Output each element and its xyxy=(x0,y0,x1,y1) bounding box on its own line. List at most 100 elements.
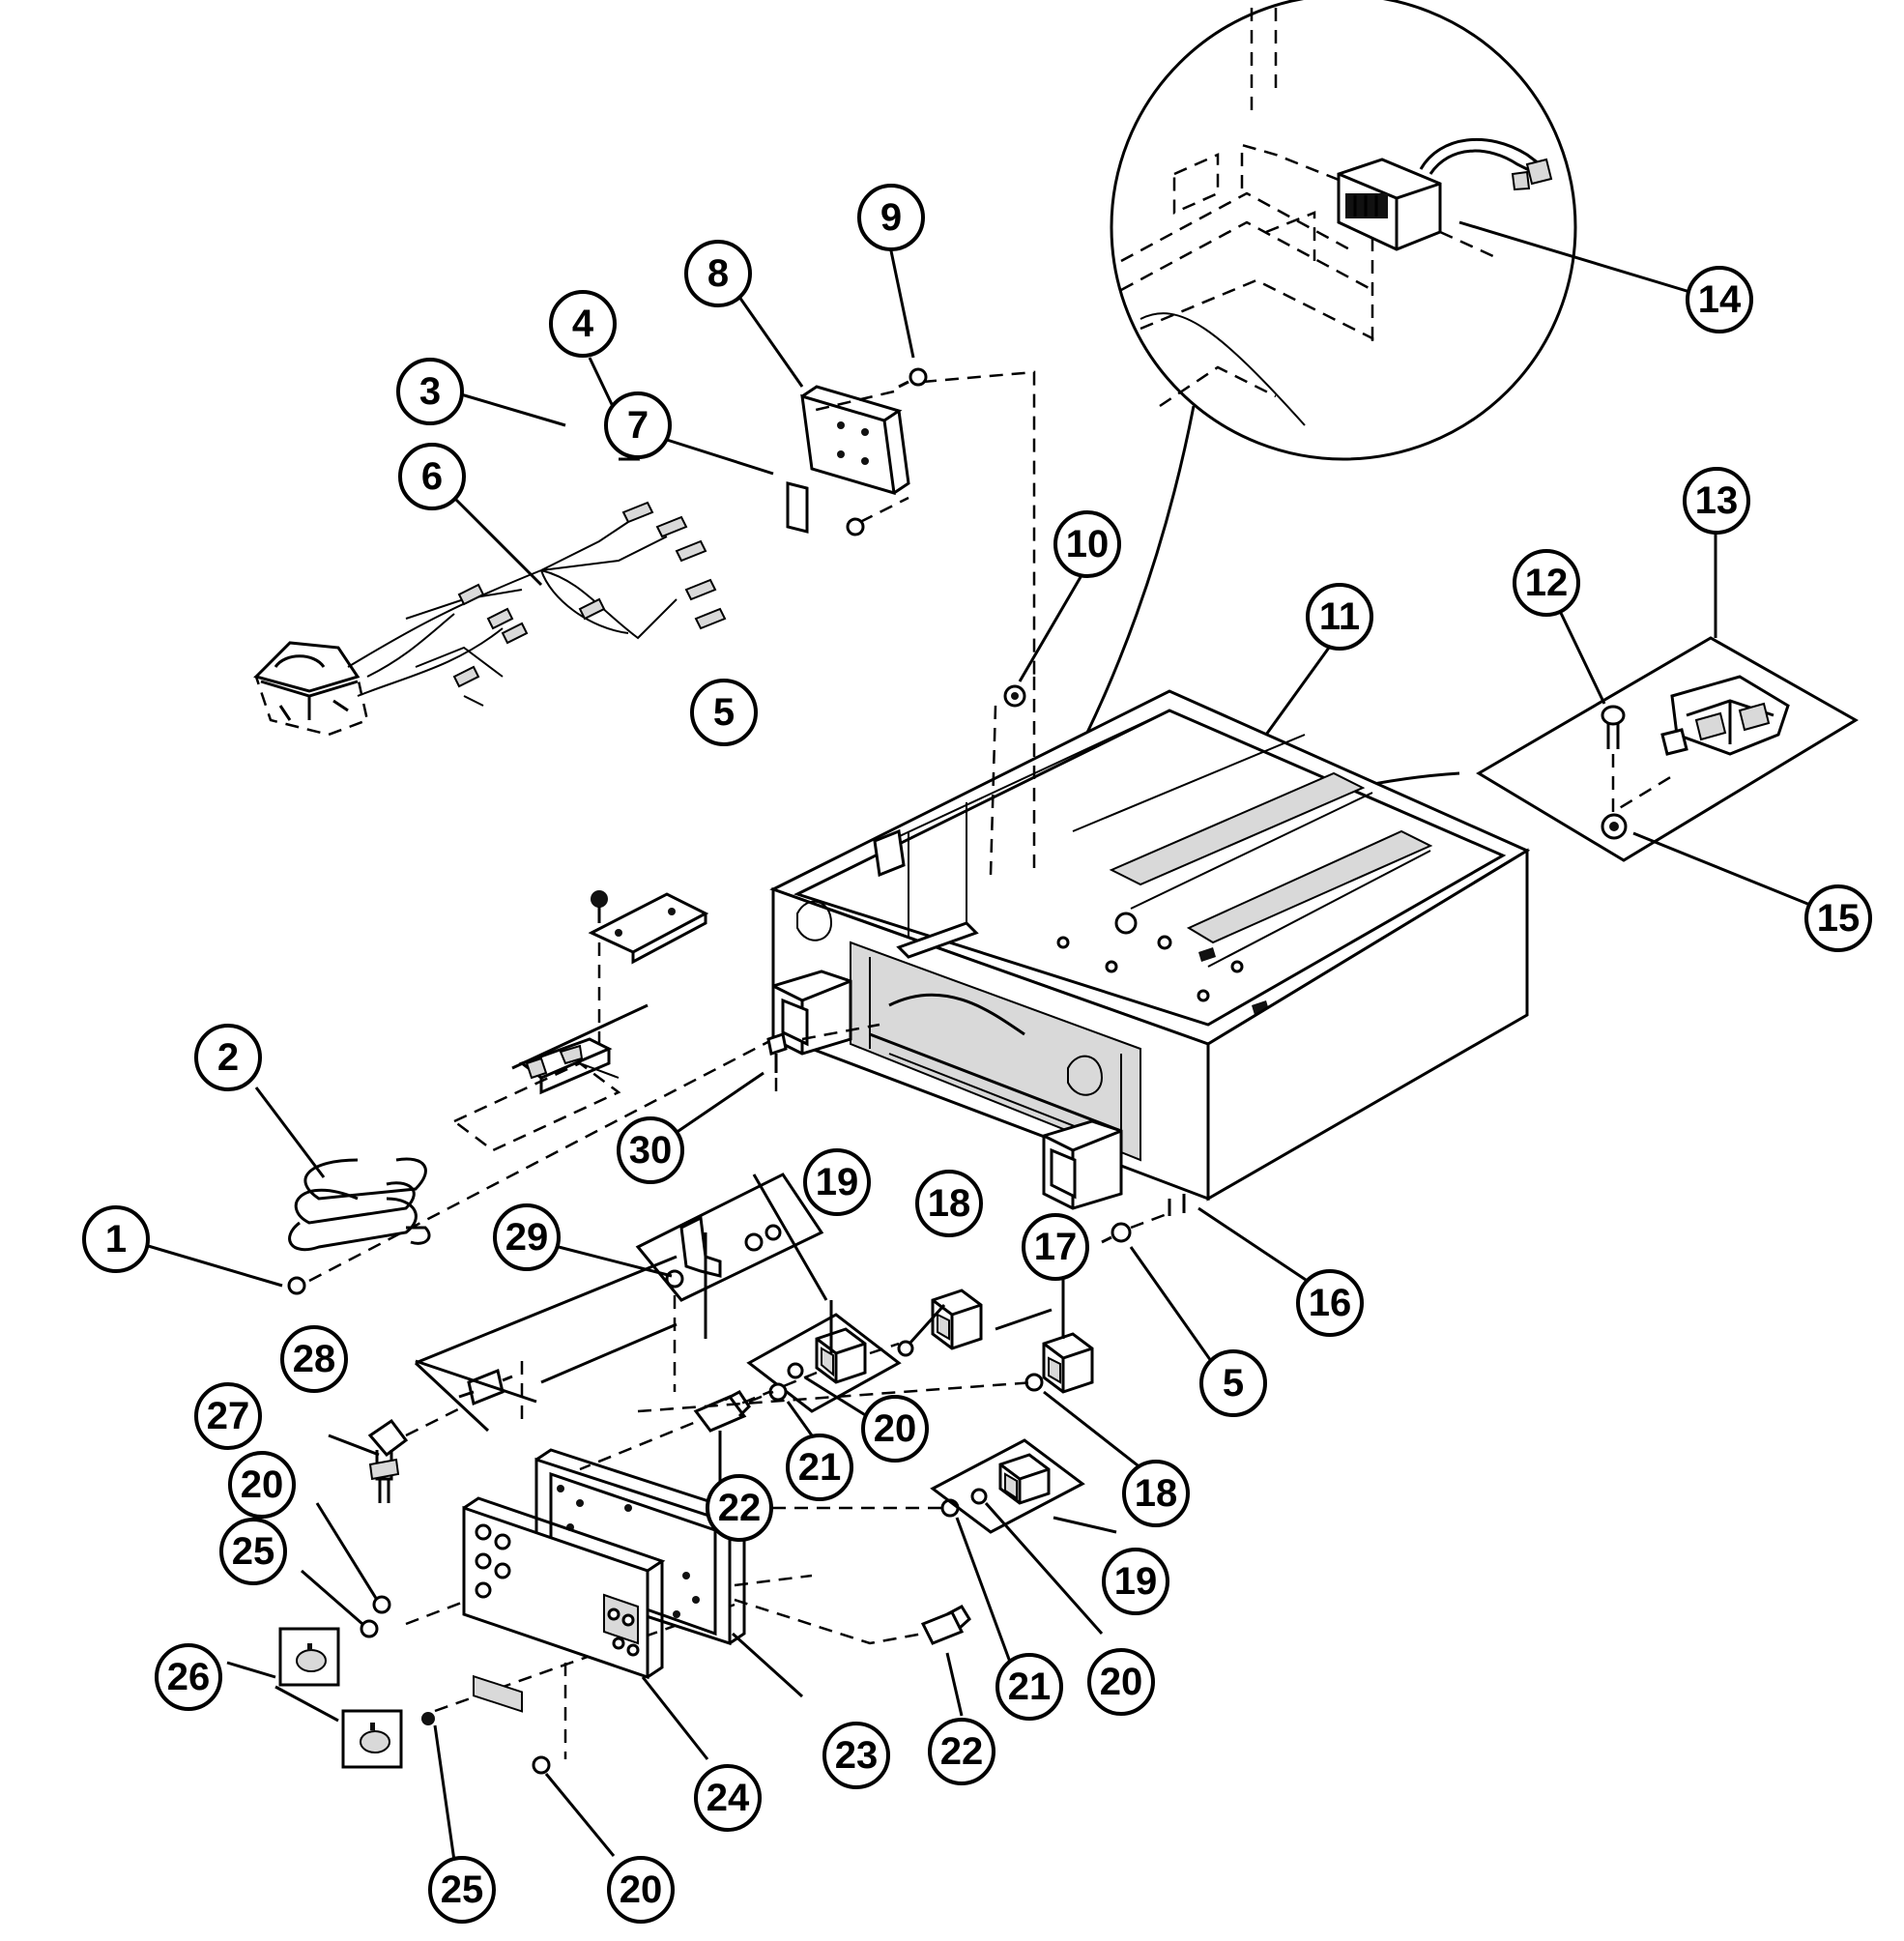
callout-9: 9 xyxy=(857,184,925,251)
ring-20-c xyxy=(372,1595,391,1614)
callout-23: 23 xyxy=(822,1722,890,1789)
callout-label: 20 xyxy=(1100,1661,1143,1703)
plate-4 xyxy=(588,892,709,965)
callout-15: 15 xyxy=(1804,884,1872,952)
callout-11: 11 xyxy=(1306,583,1373,651)
nut-10 xyxy=(989,677,1036,876)
callout-24: 24 xyxy=(694,1764,762,1832)
callout-label: 21 xyxy=(1008,1666,1052,1708)
callout-5a: 5 xyxy=(690,679,758,746)
callout-label: 16 xyxy=(1309,1282,1352,1324)
callout-19a: 19 xyxy=(803,1148,871,1216)
label-7 xyxy=(786,481,809,534)
timer-wire-harness xyxy=(253,501,727,737)
callout-label: 4 xyxy=(572,303,594,345)
callout-21b: 21 xyxy=(995,1653,1063,1721)
callout-label: 17 xyxy=(1034,1226,1078,1268)
callout-label: 5 xyxy=(1223,1362,1244,1405)
callout-label: 22 xyxy=(940,1730,984,1773)
callout-17: 17 xyxy=(1022,1213,1089,1281)
switch-assembly xyxy=(451,1037,621,1152)
callout-18a: 18 xyxy=(915,1170,983,1237)
knob-26-a xyxy=(278,1627,340,1687)
callout-label: 20 xyxy=(620,1869,663,1911)
panel-29 xyxy=(635,1173,824,1302)
callout-20b: 20 xyxy=(1087,1648,1155,1716)
callout-label: 11 xyxy=(1319,595,1360,638)
callout-label: 22 xyxy=(718,1487,762,1529)
callout-20c: 20 xyxy=(228,1451,296,1519)
leader-lines xyxy=(144,220,1832,1862)
callout-label: 25 xyxy=(441,1869,484,1911)
callout-7: 7 xyxy=(604,391,672,459)
callout-label: 15 xyxy=(1817,897,1861,940)
callout-16: 16 xyxy=(1296,1269,1364,1337)
callout-label: 30 xyxy=(629,1129,673,1172)
switch-17-a xyxy=(931,1289,983,1350)
callout-label: 27 xyxy=(207,1395,250,1437)
callout-label: 8 xyxy=(707,252,729,295)
callout-label: 20 xyxy=(874,1407,917,1450)
nut-15 xyxy=(1601,813,1628,840)
callout-1: 1 xyxy=(82,1205,150,1273)
callout-19b: 19 xyxy=(1102,1548,1169,1615)
callout-label: 21 xyxy=(798,1446,842,1489)
callout-label: 3 xyxy=(419,370,441,413)
callout-label: 25 xyxy=(232,1530,275,1573)
callout-25a: 25 xyxy=(219,1518,287,1585)
callout-label: 14 xyxy=(1698,278,1742,321)
callout-22b: 22 xyxy=(928,1718,995,1785)
callout-label: 24 xyxy=(707,1777,750,1819)
item-13-panel xyxy=(1476,636,1859,862)
callout-21a: 21 xyxy=(786,1434,853,1501)
callout-label: 10 xyxy=(1066,523,1110,565)
callout-25b: 25 xyxy=(428,1856,496,1924)
panel-28 xyxy=(414,1255,684,1433)
ring-18-a xyxy=(897,1340,914,1357)
callout-5b: 5 xyxy=(1199,1349,1267,1417)
callout-label: 2 xyxy=(217,1036,239,1079)
callout-8: 8 xyxy=(684,240,752,307)
callout-label: 20 xyxy=(241,1463,284,1506)
ring-20-b xyxy=(970,1488,988,1505)
callout-30: 30 xyxy=(617,1116,684,1184)
ring-25-b xyxy=(421,1712,435,1725)
callout-20a: 20 xyxy=(861,1395,929,1463)
callout-label: 7 xyxy=(627,404,649,447)
screw-5-lower xyxy=(1101,1211,1170,1244)
valve-22-b xyxy=(920,1605,971,1645)
valve-22-a xyxy=(693,1390,774,1433)
callout-18b: 18 xyxy=(1122,1460,1190,1527)
knob-26-b xyxy=(341,1709,403,1769)
detail-magnifier xyxy=(1110,0,1577,461)
callout-label: 29 xyxy=(505,1216,549,1259)
callout-label: 5 xyxy=(713,691,735,734)
switch-19-lower xyxy=(930,1438,1085,1534)
callout-13: 13 xyxy=(1683,467,1750,535)
callout-2: 2 xyxy=(194,1024,262,1091)
callout-10: 10 xyxy=(1053,510,1121,578)
callout-26: 26 xyxy=(155,1643,222,1711)
callout-label: 26 xyxy=(167,1656,211,1698)
screw-12 xyxy=(1601,705,1678,815)
callout-28: 28 xyxy=(280,1325,348,1393)
callout-4: 4 xyxy=(549,290,617,358)
callout-label: 9 xyxy=(880,196,902,239)
callout-22a: 22 xyxy=(706,1474,773,1542)
screw-9 xyxy=(811,367,1036,677)
switch-19-upper xyxy=(579,1313,902,1471)
callout-6: 6 xyxy=(398,443,466,510)
handle-2 xyxy=(288,1157,431,1252)
callout-29: 29 xyxy=(493,1203,561,1271)
callout-label: 6 xyxy=(421,455,443,498)
screw-3 xyxy=(591,890,608,1054)
bracket-8 xyxy=(800,385,910,496)
callout-label: 28 xyxy=(293,1338,336,1380)
callout-label: 18 xyxy=(1135,1472,1178,1515)
callout-label: 19 xyxy=(816,1161,859,1203)
screw-1 xyxy=(287,1276,306,1295)
connector-block xyxy=(1337,137,1553,258)
ring-18-b xyxy=(1024,1373,1044,1392)
callout-3: 3 xyxy=(396,358,464,425)
